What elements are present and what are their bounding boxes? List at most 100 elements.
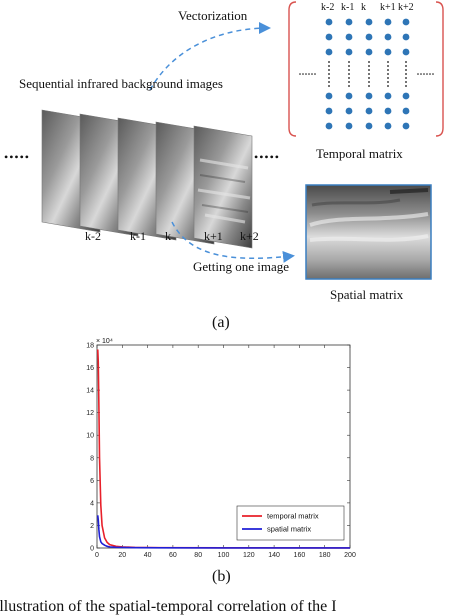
matrix-dot <box>365 122 373 130</box>
vertical-ellipsis-dot <box>387 61 389 63</box>
vertical-ellipsis-dot <box>348 85 350 87</box>
vertical-ellipsis-dot <box>368 61 370 63</box>
frame-label-k+1: k+1 <box>204 229 223 243</box>
matrix-dot <box>384 92 392 100</box>
matrix-dot <box>365 107 373 115</box>
matrix-col-label-k+2: k+2 <box>398 2 414 13</box>
frame-label-k-2: k-2 <box>85 229 101 243</box>
frame-k+2 <box>193 125 253 249</box>
panel-label-a: (a) <box>212 314 230 331</box>
matrix-dot <box>325 107 333 115</box>
vertical-ellipsis-dot <box>405 73 407 75</box>
horizontal-ellipsis-dot <box>314 73 316 75</box>
matrix-dot <box>345 92 353 100</box>
matrix-dot <box>384 18 392 26</box>
vertical-ellipsis-dot <box>348 73 350 75</box>
matrix-dot <box>345 33 353 41</box>
horizontal-ellipsis-dot <box>426 73 428 75</box>
left-ellipsis: ••••• <box>4 150 31 164</box>
vertical-ellipsis-dot <box>387 65 389 67</box>
matrix-dot <box>365 18 373 26</box>
vertical-ellipsis-dot <box>328 65 330 67</box>
vertical-ellipsis-dot <box>368 69 370 71</box>
horizontal-ellipsis-dot <box>432 73 434 75</box>
vertical-ellipsis-dot <box>328 85 330 87</box>
vertical-ellipsis-dot <box>348 61 350 63</box>
vertical-ellipsis-dot <box>368 77 370 79</box>
y-multiplier: × 10⁴ <box>96 338 113 345</box>
horizontal-ellipsis-dot <box>423 73 425 75</box>
matrix-dot <box>325 33 333 41</box>
panel-label-b: (b) <box>212 568 231 585</box>
right-ellipsis: ••••• <box>254 150 281 164</box>
vertical-ellipsis-dot <box>348 81 350 83</box>
frame-label-k+2: k+2 <box>240 229 259 243</box>
matrix-dot <box>345 48 353 56</box>
horizontal-ellipsis-dot <box>299 73 301 75</box>
temporal-matrix <box>288 1 444 137</box>
horizontal-ellipsis-dot <box>417 73 419 75</box>
matrix-dots <box>325 18 410 130</box>
vertical-ellipsis-dot <box>387 73 389 75</box>
vertical-ellipsis-dot <box>387 85 389 87</box>
temporal-matrix-label: Temporal matrix <box>316 146 403 161</box>
horizontal-ellipsis-dot <box>308 73 310 75</box>
matrix-vertical-ellipsis <box>328 61 407 87</box>
vertical-ellipsis-dot <box>387 69 389 71</box>
matrix-dot <box>384 122 392 130</box>
spatial-matrix-image <box>305 184 432 280</box>
vertical-ellipsis-dot <box>368 65 370 67</box>
matrix-dot <box>365 33 373 41</box>
matrix-dot <box>402 92 410 100</box>
matrix-dot <box>325 18 333 26</box>
matrix-dot <box>365 48 373 56</box>
matrix-dot <box>384 107 392 115</box>
vertical-ellipsis-dot <box>328 73 330 75</box>
spatial-matrix-label: Spatial matrix <box>330 287 404 302</box>
vertical-ellipsis-dot <box>405 85 407 87</box>
horizontal-ellipsis-dot <box>420 73 422 75</box>
vertical-ellipsis-dot <box>387 77 389 79</box>
frame-stack <box>41 109 253 249</box>
matrix-col-label-k-1: k-1 <box>341 2 355 13</box>
matrix-dot <box>325 48 333 56</box>
vertical-ellipsis-dot <box>368 81 370 83</box>
matrix-horizontal-ellipsis <box>299 73 434 75</box>
matrix-dot <box>345 18 353 26</box>
matrix-dot <box>325 92 333 100</box>
vertical-ellipsis-dot <box>405 65 407 67</box>
matrix-col-label-k: k <box>361 2 366 13</box>
horizontal-ellipsis-dot <box>305 73 307 75</box>
getting-one-image-label: Getting one image <box>193 259 290 274</box>
vertical-ellipsis-dot <box>348 77 350 79</box>
vertical-ellipsis-dot <box>328 69 330 71</box>
vertical-ellipsis-dot <box>405 81 407 83</box>
vertical-ellipsis-dot <box>328 81 330 83</box>
matrix-dot <box>384 33 392 41</box>
horizontal-ellipsis-dot <box>429 73 431 75</box>
vertical-ellipsis-dot <box>368 85 370 87</box>
matrix-dot <box>325 122 333 130</box>
right-bracket <box>435 1 444 137</box>
matrix-dot <box>345 107 353 115</box>
matrix-dot <box>384 48 392 56</box>
vertical-ellipsis-dot <box>387 81 389 83</box>
matrix-col-label-k+1: k+1 <box>380 2 396 13</box>
matrix-dot <box>345 122 353 130</box>
vertical-ellipsis-dot <box>348 69 350 71</box>
matrix-col-label-k-2: k-2 <box>321 2 335 13</box>
vertical-ellipsis-dot <box>368 73 370 75</box>
vertical-ellipsis-dot <box>348 65 350 67</box>
vertical-ellipsis-dot <box>328 61 330 63</box>
frame-label-k-1: k-1 <box>130 229 146 243</box>
matrix-dot <box>402 107 410 115</box>
images-label: Sequential infrared background images <box>19 76 223 91</box>
vertical-ellipsis-dot <box>405 77 407 79</box>
matrix-dot <box>402 122 410 130</box>
horizontal-ellipsis-dot <box>311 73 313 75</box>
matrix-dot <box>402 33 410 41</box>
matrix-dot <box>365 92 373 100</box>
caption-fragment: Illustration of the spatial-temporal cor… <box>0 598 337 615</box>
horizontal-ellipsis-dot <box>302 73 304 75</box>
